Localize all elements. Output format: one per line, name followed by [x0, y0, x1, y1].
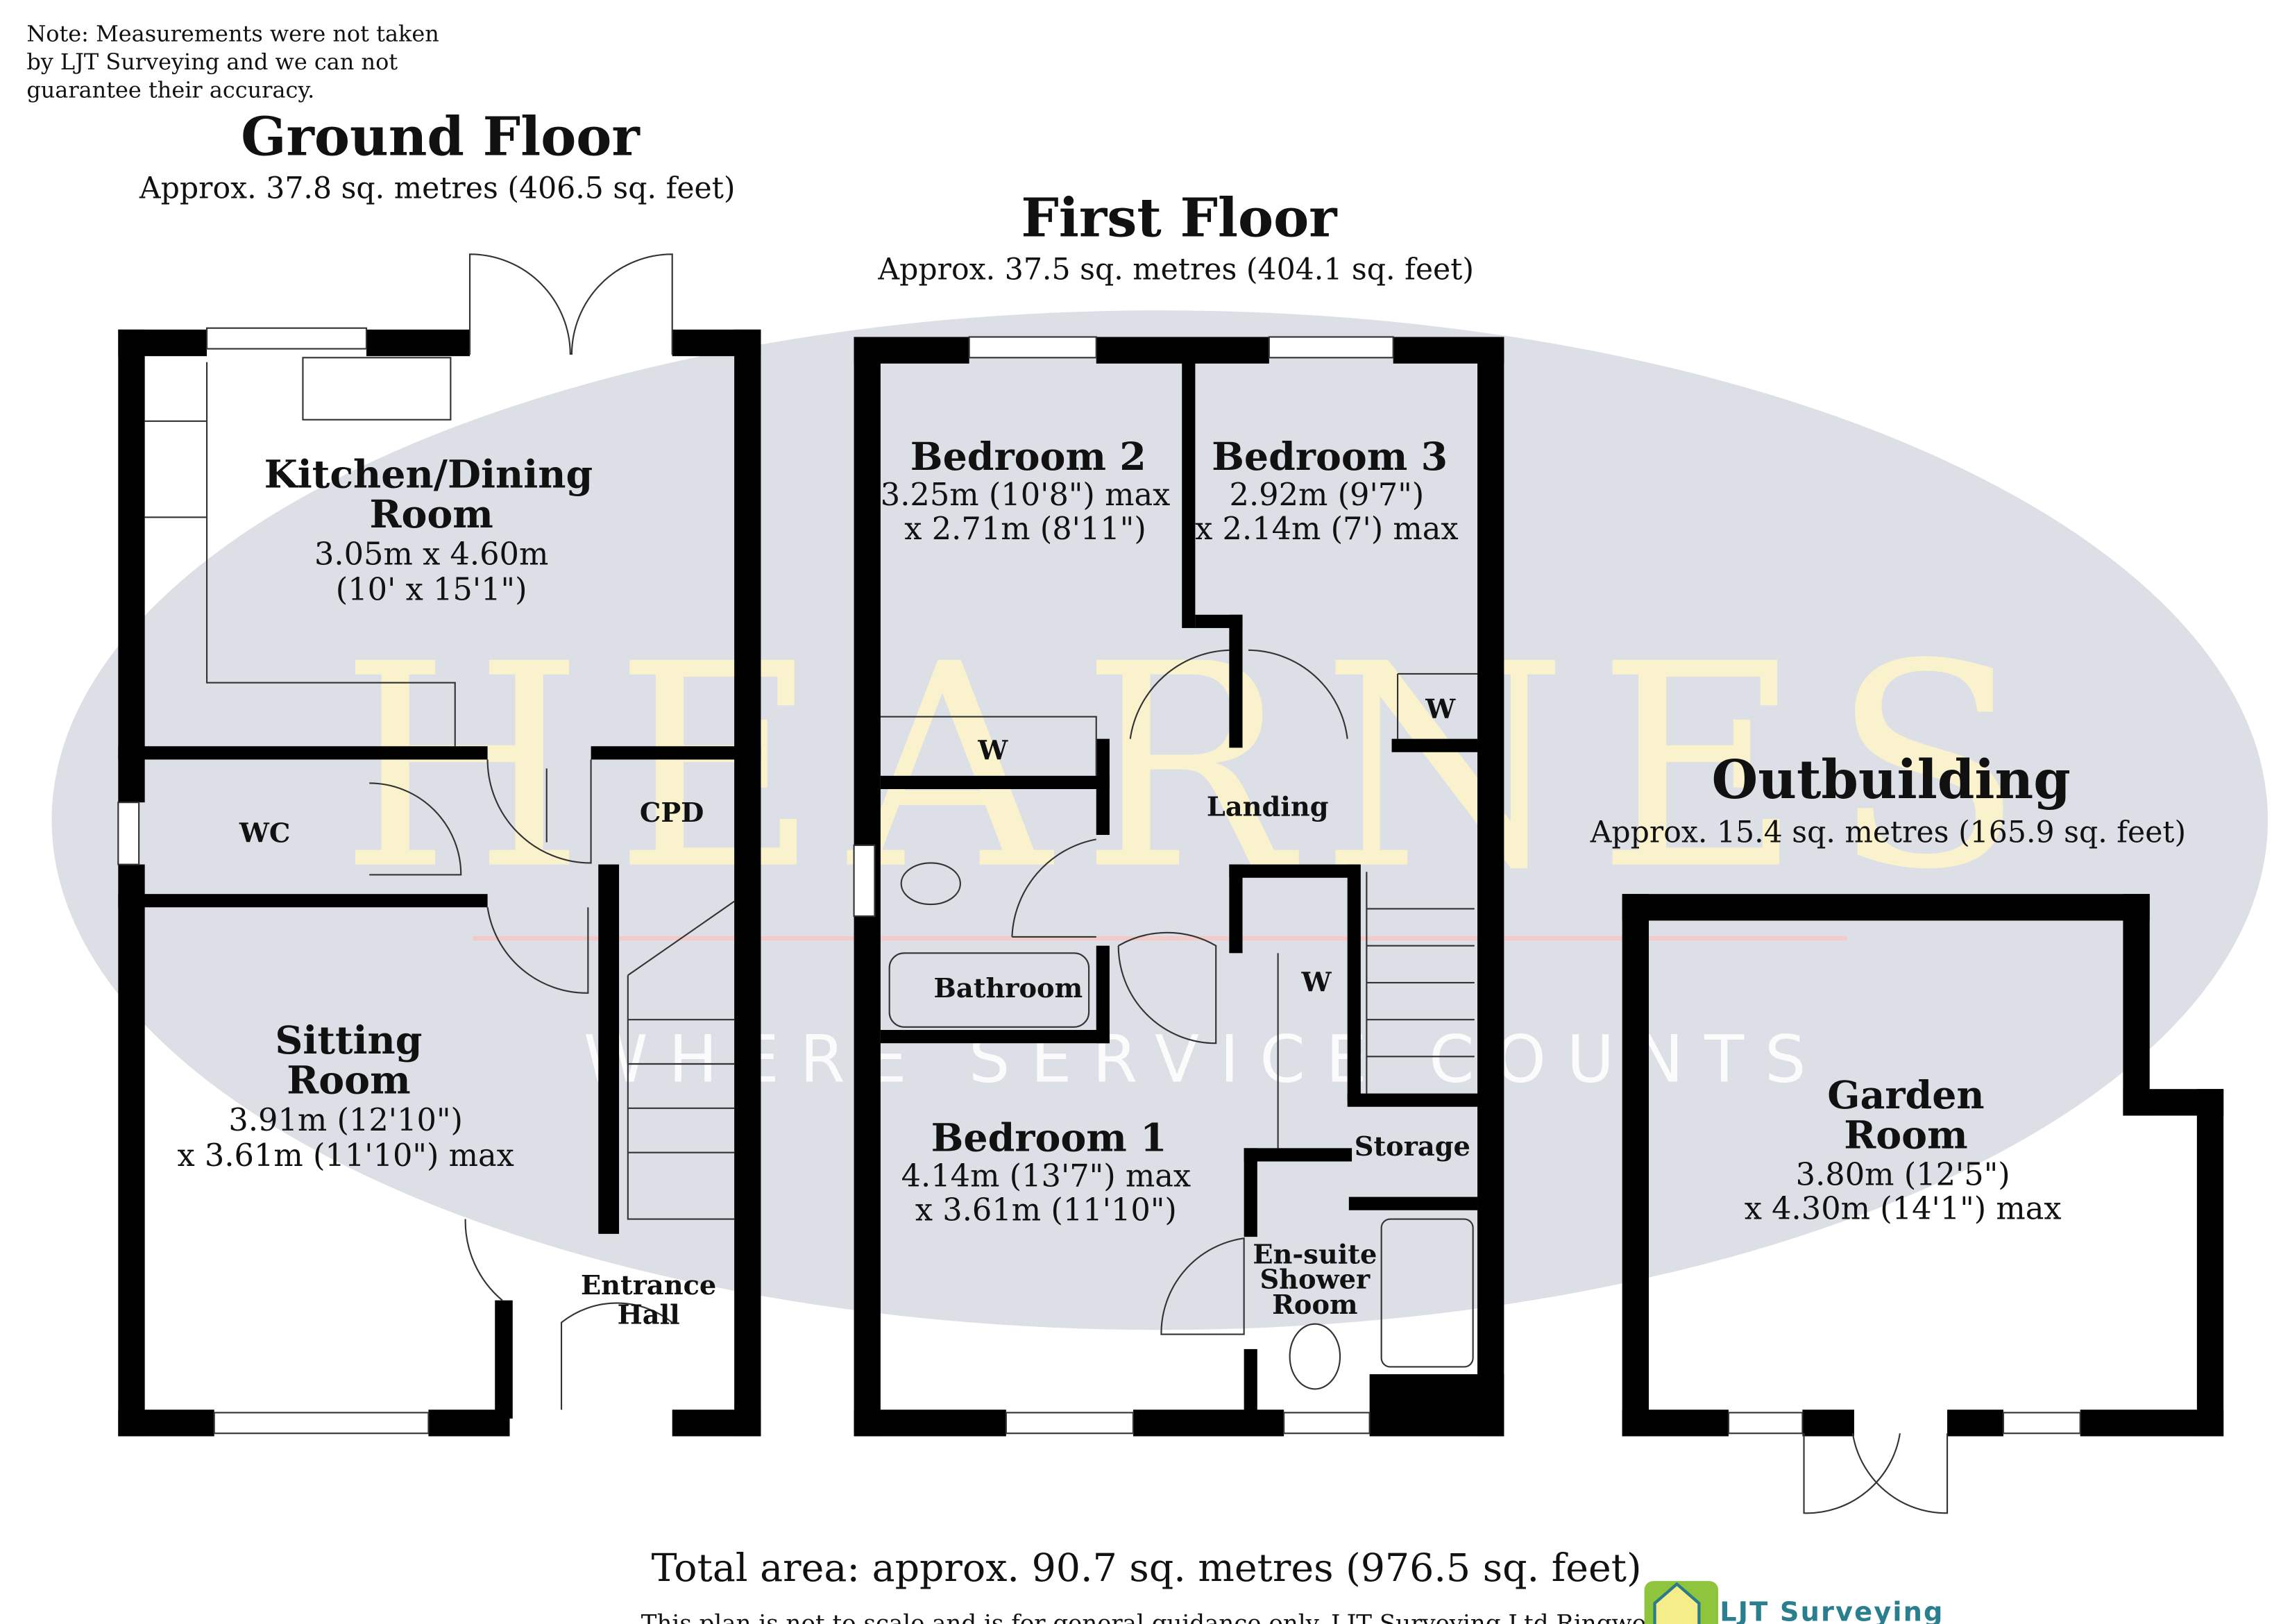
bedroom2-label: Bedroom 2	[910, 434, 1146, 480]
logo-text: LJT Surveying	[1720, 1597, 1944, 1624]
total-area: Total area: approx. 90.7 sq. metres (976…	[652, 1546, 1642, 1591]
note-line-2: by LJT Surveying and we can not	[26, 49, 398, 75]
outbuilding-title: Outbuilding	[1711, 749, 2070, 811]
wardrobe-label-bedroom2: W	[977, 735, 1008, 766]
bedroom3-dim-1: 2.92m (9'7")	[1230, 477, 1425, 513]
kitchen-label-1: Kitchen/Dining	[264, 452, 593, 498]
first-floor-plan	[853, 336, 1504, 1437]
hall-label-1: Entrance	[581, 1270, 716, 1301]
bedroom1-dim-2: x 3.61m (11'10")	[915, 1192, 1177, 1228]
ground-floor-plan	[117, 253, 761, 1437]
sitting-label-2: Room	[287, 1058, 410, 1103]
sitting-label-1: Sitting	[275, 1018, 422, 1063]
garden-room-dim-2: x 4.30m (14'1") max	[1745, 1191, 2062, 1227]
note-line-3: guarantee their accuracy.	[26, 77, 314, 103]
bedroom2-dim-2: x 2.71m (8'11")	[904, 511, 1146, 547]
ensuite-label-3: Room	[1272, 1289, 1358, 1321]
bathroom-label: Bathroom	[934, 973, 1083, 1004]
ensuite-label-1: En-suite	[1253, 1239, 1377, 1270]
first-floor-area: Approx. 37.5 sq. metres (404.1 sq. feet)	[877, 252, 1474, 287]
sitting-dim-2: x 3.61m (11'10") max	[178, 1137, 514, 1174]
ensuite-label-2: Shower	[1260, 1264, 1371, 1296]
wardrobe-label-bedroom3: W	[1425, 694, 1456, 725]
bedroom2-dim-1: 3.25m (10'8") max	[881, 477, 1171, 513]
disclaimer: This plan is not to scale and is for gen…	[641, 1610, 1676, 1624]
kitchen-dim-2: (10' x 15'1")	[336, 571, 527, 607]
garden-room-dim-1: 3.80m (12'5")	[1796, 1157, 2010, 1193]
outbuilding-area: Approx. 15.4 sq. metres (165.9 sq. feet)	[1590, 815, 2187, 850]
ground-floor-title: Ground Floor	[241, 106, 641, 169]
wardrobe-label-bedroom1: W	[1300, 967, 1332, 999]
cpd-label: CPD	[640, 797, 704, 829]
first-floor-title: First Floor	[1021, 187, 1338, 250]
garden-room-label-1: Garden	[1827, 1073, 1984, 1118]
watermark-tagline: WHERE SERVICE COUNTS	[584, 1022, 1826, 1098]
storage-label: Storage	[1355, 1131, 1470, 1162]
ljt-logo: LJT Surveying	[1644, 1581, 1944, 1624]
watermark-brand: HEARNES	[340, 605, 2053, 931]
ground-floor-area: Approx. 37.8 sq. metres (406.5 sq. feet)	[139, 171, 736, 205]
garden-room-label-2: Room	[1844, 1113, 1967, 1158]
landing-label: Landing	[1207, 791, 1329, 822]
wc-label: WC	[239, 818, 291, 849]
sitting-dim-1: 3.91m (12'10")	[228, 1102, 463, 1138]
bedroom3-dim-2: x 2.14m (7') max	[1195, 511, 1458, 547]
bedroom1-label: Bedroom 1	[931, 1116, 1167, 1161]
bedroom3-label: Bedroom 3	[1212, 434, 1448, 480]
note-line-1: Note: Measurements were not taken	[26, 21, 439, 47]
bedroom1-dim-1: 4.14m (13'7") max	[901, 1158, 1191, 1194]
hall-label-2: Hall	[618, 1300, 680, 1331]
kitchen-label-2: Room	[369, 492, 493, 537]
outbuilding-plan	[1622, 894, 2224, 1514]
kitchen-dim-1: 3.05m x 4.60m	[314, 536, 548, 572]
